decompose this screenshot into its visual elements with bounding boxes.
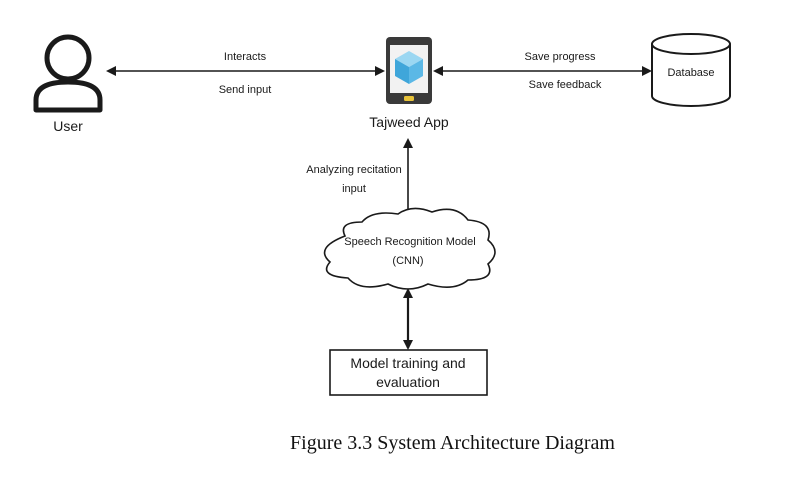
send-input-label: Send input (219, 84, 272, 96)
training-label-line1: Model training and (350, 355, 465, 371)
training-label-line2: evaluation (376, 374, 440, 390)
interacts-label: Interacts (224, 51, 267, 63)
analyzing-label-line1: Analyzing recitation (306, 164, 401, 176)
model-cloud-shape (323, 207, 496, 290)
database-cylinder-icon (651, 33, 731, 107)
user-label: User (53, 118, 83, 134)
model-label-line2: (CNN) (392, 255, 423, 267)
analyzing-label-line2: input (342, 183, 366, 195)
database-label: Database (667, 67, 714, 79)
smartphone-icon (386, 37, 432, 104)
app-label: Tajweed App (369, 114, 449, 130)
save-feedback-label: Save feedback (529, 79, 602, 91)
model-label-line1: Speech Recognition Model (344, 236, 475, 248)
save-progress-label: Save progress (525, 51, 596, 63)
user-actor-icon (33, 34, 103, 113)
figure-caption: Figure 3.3 System Architecture Diagram (290, 432, 615, 454)
training-box (329, 349, 488, 396)
